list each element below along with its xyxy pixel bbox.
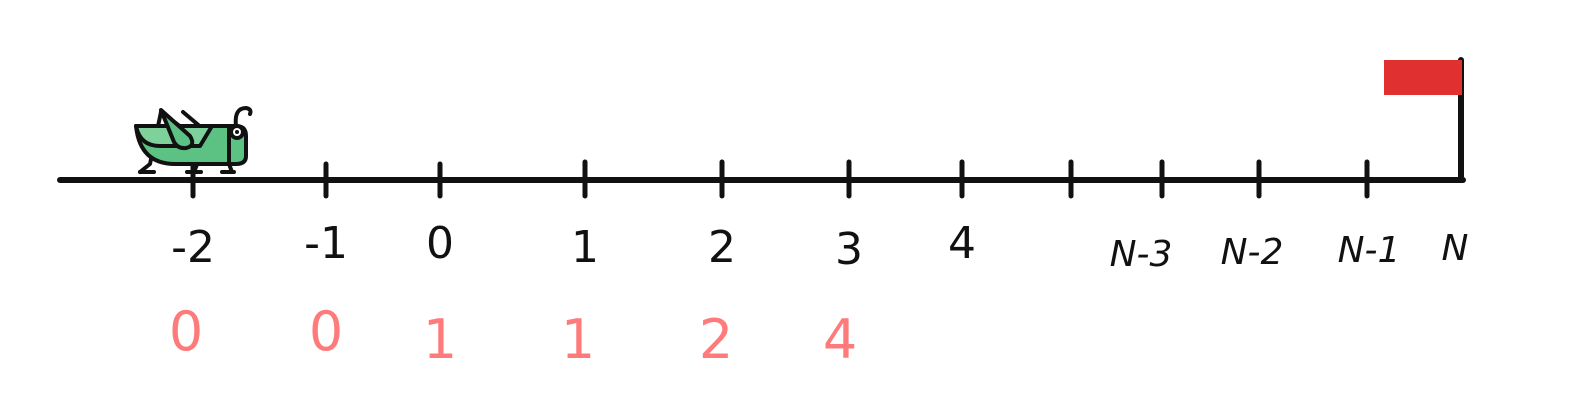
label-minus-1: -1: [304, 218, 348, 269]
label-n-minus-1: N-1: [1338, 230, 1401, 271]
label-minus-2: -2: [171, 222, 215, 273]
label-n-minus-2: N-2: [1221, 232, 1284, 273]
grasshopper-pupil: [235, 130, 239, 134]
label-1: 1: [571, 222, 599, 273]
value-1: 1: [561, 308, 595, 371]
flag-banner: [1384, 60, 1462, 95]
grasshopper-icon: [134, 106, 253, 174]
value-2: 2: [699, 308, 733, 371]
value-0: 1: [423, 308, 457, 371]
label-3: 3: [835, 224, 863, 275]
label-2: 2: [708, 222, 736, 273]
label-n: N: [1442, 228, 1469, 269]
label-0: 0: [426, 218, 454, 269]
label-4: 4: [948, 218, 976, 269]
grasshopper-thigh: [159, 108, 195, 151]
flag-icon: [1384, 57, 1464, 183]
label-n-minus-3: N-3: [1110, 234, 1173, 275]
value-minus-1: 0: [309, 300, 343, 363]
value-labels: 0 0 1 1 2 4: [169, 300, 857, 371]
value-minus-2: 0: [169, 300, 203, 363]
position-labels: -2 -1 0 1 2 3 4 N-3 N-2 N-1 N: [171, 218, 1468, 275]
grasshopper-antenna: [233, 106, 253, 128]
value-3: 4: [823, 308, 857, 371]
